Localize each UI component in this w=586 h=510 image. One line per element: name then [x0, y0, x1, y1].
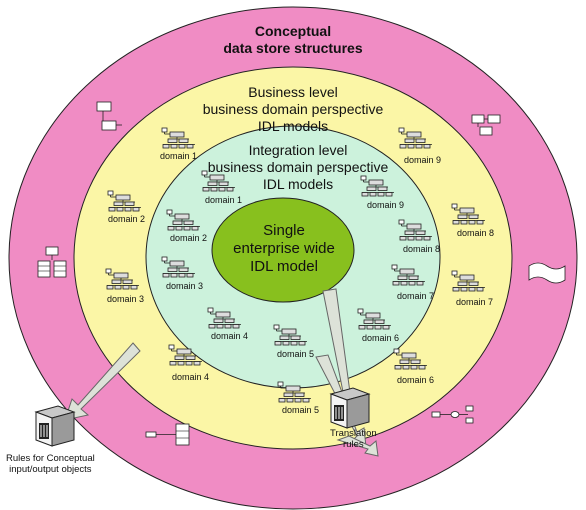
document-icon [528, 262, 566, 284]
arrow-translation-out [336, 435, 379, 457]
core-title-line2: enterprise wide [233, 240, 335, 257]
integration-title-line2: business domain perspective [207, 159, 389, 175]
business-domain-label: domain 2 [108, 214, 146, 224]
integration-domain-label: domain 7 [397, 291, 435, 301]
business-domain-label: domain 7 [456, 297, 494, 307]
business-domain-label: domain 9 [404, 155, 442, 165]
flowchart-icon [145, 423, 190, 446]
business-domain-label: domain 4 [172, 372, 210, 382]
integration-domain-label: domain 3 [166, 281, 204, 291]
conceptual-title-line2: data store structures [223, 40, 363, 56]
integration-title-line3: IDL models [262, 176, 334, 192]
integration-domain-label: domain 8 [403, 244, 441, 254]
rules-conceptual-label: Rules for Conceptual input/output object… [6, 453, 95, 475]
business-domain-label: domain 1 [160, 151, 198, 161]
business-domain-label: domain 6 [397, 375, 435, 385]
server-icon [330, 387, 370, 429]
flowchart-icon [96, 101, 122, 131]
integration-title-line1: Integration level [248, 142, 348, 158]
business-domain-label: domain 8 [457, 228, 495, 238]
flowchart-icon [431, 405, 474, 424]
conceptual-title-line1: Conceptual [254, 23, 332, 39]
business-title: Business level business domain perspecti… [0, 84, 586, 135]
integration-domain-label: domain 6 [362, 333, 400, 343]
translation-line2: rules [343, 439, 364, 450]
core-model [211, 197, 355, 303]
rules-conceptual-line2: input/output objects [9, 464, 92, 475]
business-title-line3: IDL models [257, 118, 329, 134]
core-title: Single enterprise wide IDL model [213, 222, 355, 276]
flowchart-icon [471, 114, 501, 136]
integration-domain-label: domain 1 [205, 195, 243, 205]
business-title-line2: business domain perspective [202, 101, 384, 117]
conceptual-title: Conceptual data store structures [0, 23, 586, 57]
integration-domain-label: domain 9 [367, 200, 405, 210]
integration-domain-label: domain 2 [170, 233, 208, 243]
arrow-to-rules [64, 342, 141, 421]
translation-line1: Translation [330, 428, 377, 439]
integration-domain-label: domain 4 [211, 331, 249, 341]
core-title-line1: Single [263, 222, 305, 239]
business-title-line1: Business level [248, 84, 338, 100]
business-domain-label: domain 5 [282, 405, 320, 415]
integration-domain-label: domain 5 [277, 349, 315, 359]
integration-title: Integration level business domain perspe… [0, 142, 586, 193]
rules-conceptual-line1: Rules for Conceptual [6, 453, 95, 464]
business-domain-label: domain 3 [107, 294, 145, 304]
translation-rules-label: Translation rules [330, 428, 377, 450]
table-diagram-icon [37, 246, 67, 278]
server-icon [35, 405, 75, 447]
core-title-line3: IDL model [250, 258, 318, 275]
